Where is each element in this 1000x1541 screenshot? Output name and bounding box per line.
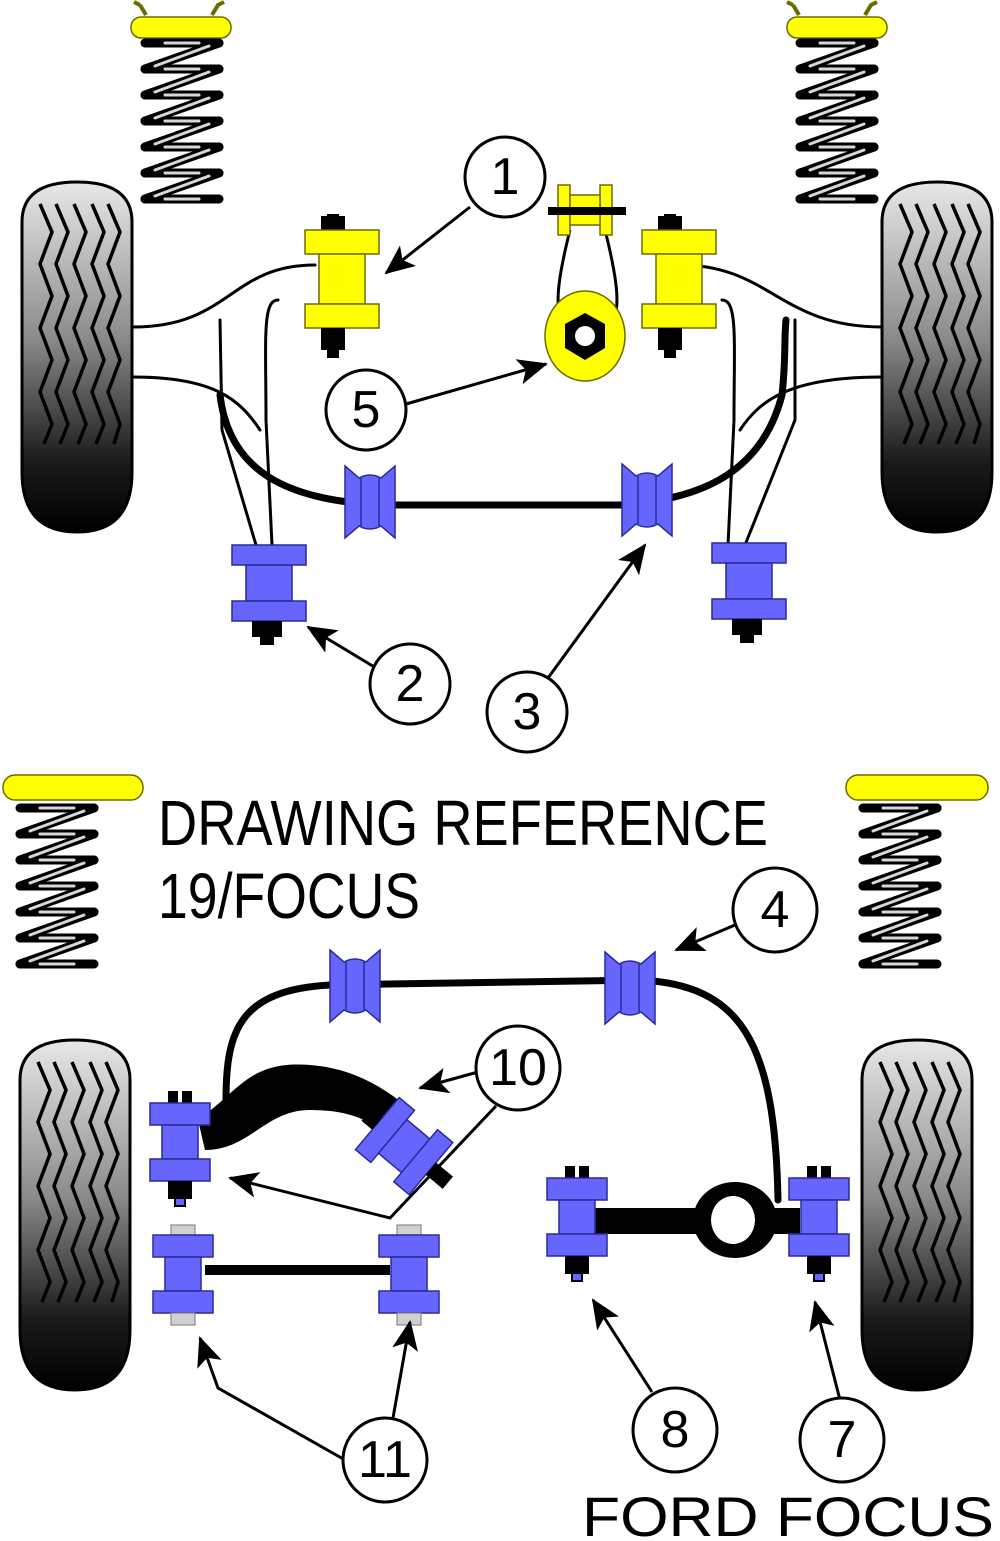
arb-bush-rear-left: [329, 949, 381, 1023]
tyre-front-right: [880, 180, 994, 534]
spring-seat-rear-left: [2, 774, 144, 801]
callout-2: 2: [306, 625, 452, 726]
callout-10: 10: [228, 1024, 562, 1220]
callout-4-label: 4: [761, 881, 790, 939]
coil-spring-front-left: [145, 43, 219, 199]
callout-11-label: 11: [358, 1431, 412, 1489]
callout-1: 1: [384, 135, 547, 275]
callout-11: 11: [197, 1320, 429, 1504]
spring-seat-rear-right: [845, 774, 989, 801]
bush-10-angled: [354, 1096, 454, 1196]
bush-1-left: [304, 213, 380, 359]
bush-10-wheel: [149, 1090, 211, 1208]
front-wishbone-arms: [131, 263, 884, 547]
tyre-front-left: [20, 180, 134, 534]
torque-mount: [544, 184, 626, 382]
arb-bush-4: [604, 951, 656, 1025]
coil-spring-rear-right: [863, 808, 937, 964]
callout-5: 5: [324, 359, 548, 452]
bush-11-left: [152, 1224, 214, 1326]
arb-bush-3-left: [344, 465, 396, 539]
callout-7-label: 7: [828, 1411, 857, 1469]
rear-lower-arm: [590, 1182, 800, 1258]
arb-bush-3-right: [621, 463, 673, 537]
callout-8-label: 8: [661, 1401, 690, 1459]
front-suspension: 1 5 2 3: [20, 0, 994, 754]
callout-8: 8: [591, 1298, 719, 1474]
rear-trailing-arm: [198, 1064, 405, 1150]
callout-10-label: 10: [489, 1039, 547, 1097]
callout-3: 3: [485, 543, 647, 754]
tyre-rear-right: [860, 1038, 974, 1392]
drawing-reference-title: DRAWING REFERENCE: [158, 787, 768, 859]
rear-suspension: DRAWING REFERENCE 19/FOCUS: [2, 774, 994, 1541]
bush-2-left: [231, 544, 307, 646]
drawing-reference-code: 19/FOCUS: [158, 860, 420, 932]
front-anti-roll-bar: [216, 316, 790, 509]
bush-2-right: [711, 542, 787, 644]
coil-spring-front-right: [800, 43, 874, 199]
callout-2-label: 2: [396, 655, 425, 713]
callout-1-label: 1: [491, 148, 520, 206]
tyre-rear-left: [18, 1038, 132, 1392]
vehicle-model-label: FORD FOCUS: [582, 1485, 994, 1541]
top-mount-right: [786, 0, 888, 39]
callout-5-label: 5: [352, 381, 381, 439]
top-mount-left: [130, 0, 232, 39]
callout-7: 7: [798, 1300, 886, 1484]
callout-3-label: 3: [513, 683, 542, 741]
bush-1-right: [641, 213, 717, 359]
coil-spring-rear-left: [20, 808, 94, 964]
callout-4: 4: [674, 866, 819, 954]
